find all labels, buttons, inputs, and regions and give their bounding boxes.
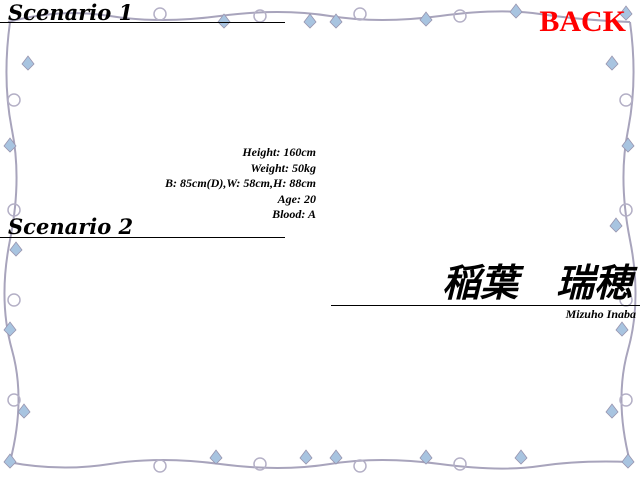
back-button[interactable]: BACK (539, 5, 626, 38)
name-underline (331, 305, 640, 306)
scenario-2-button[interactable]: Scenario 2 (8, 214, 134, 239)
stat-blood: Blood: A (272, 207, 316, 221)
stat-age: Age: 20 (277, 191, 316, 206)
scenario-1-underline (0, 22, 285, 23)
stat-height: Height: 160cm (242, 145, 316, 159)
profile-stats: Height: 160cm Weight: 50kg B: 85cm(D),W:… (165, 145, 316, 223)
character-name-romaji: Mizuho Inaba (565, 307, 636, 321)
scenario-2-underline (0, 237, 285, 238)
scenario-1-button[interactable]: Scenario 1 (8, 0, 134, 25)
stat-measurements: B: 85cm(D),W: 58cm,H: 88cm (165, 176, 316, 190)
stat-weight: Weight: 50kg (250, 160, 316, 175)
character-name-japanese: 稲葉 瑞穂 (441, 260, 632, 305)
